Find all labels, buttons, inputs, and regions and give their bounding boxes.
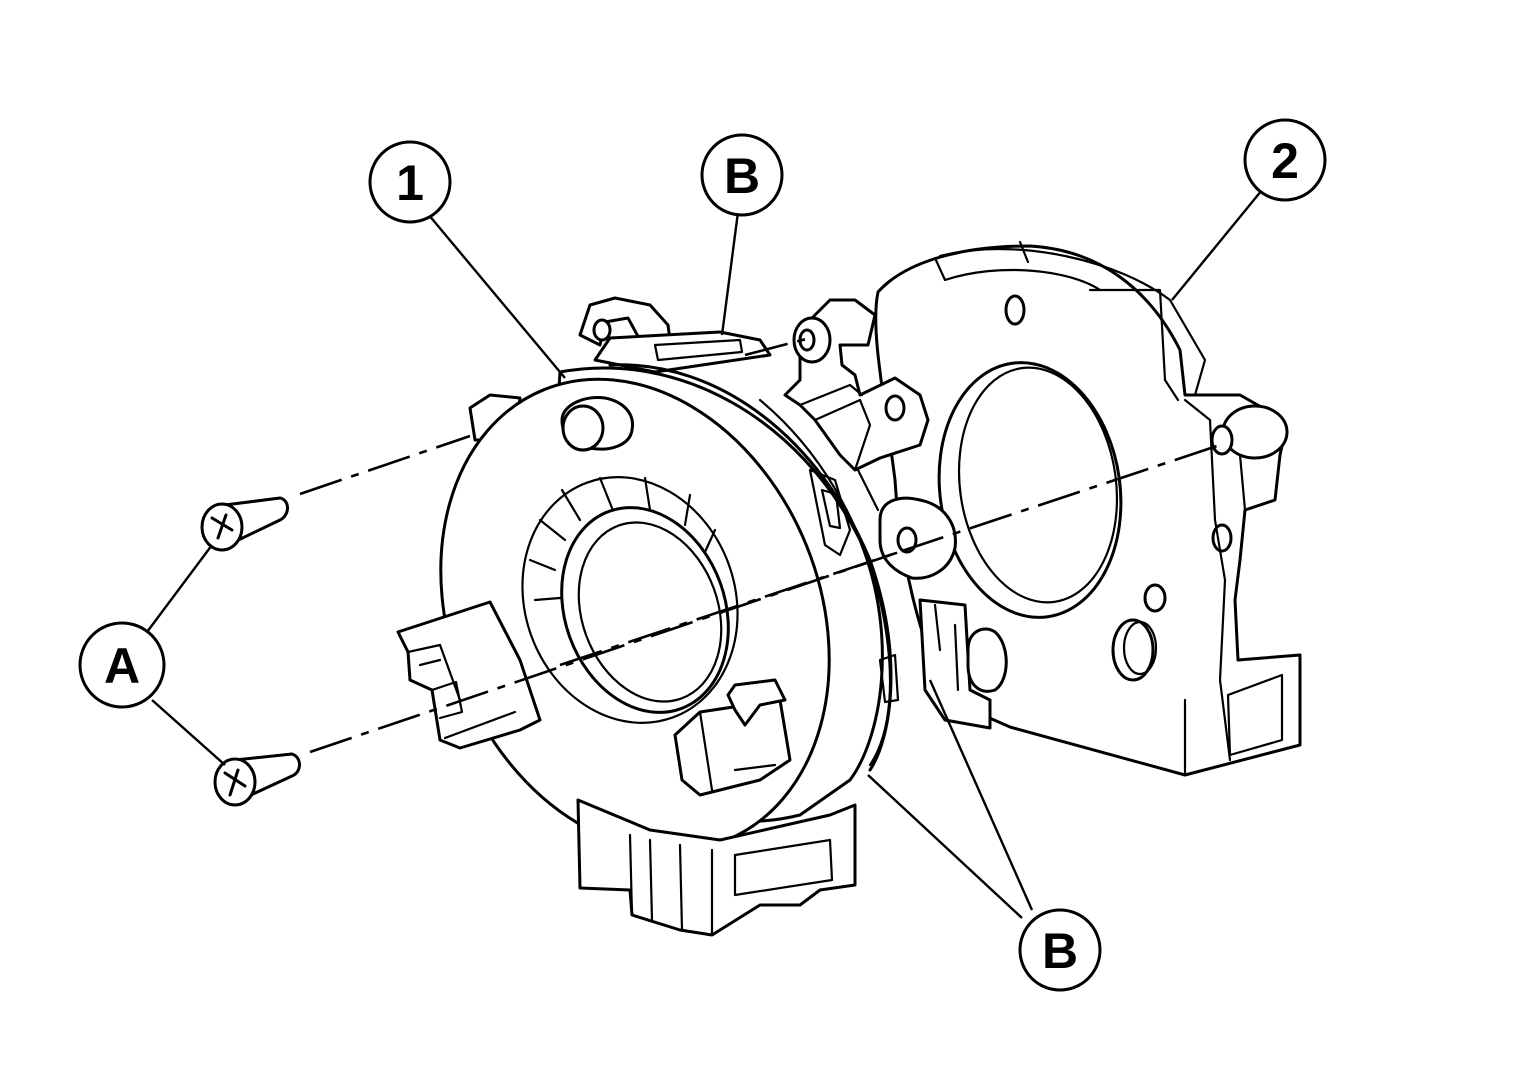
- callout-b-bottom-label: B: [1042, 923, 1078, 979]
- callout-b-top-label: B: [724, 148, 760, 204]
- callout-a: A: [78, 621, 166, 709]
- leader-lines: [146, 189, 1263, 919]
- steering-angle-sensor-bracket: [874, 240, 1302, 777]
- callout-1-label: 1: [396, 155, 424, 211]
- spiral-cable-assembly: [396, 296, 900, 937]
- screw-bottom: [213, 752, 301, 807]
- alignment-axis-lines: [299, 336, 1221, 754]
- bracket-fork: [783, 298, 957, 580]
- callout-b-top: B: [700, 133, 784, 217]
- callout-2-label: 2: [1271, 133, 1299, 189]
- screw-top: [200, 496, 289, 552]
- callout-b-bottom: B: [1018, 908, 1102, 992]
- callout-a-label: A: [104, 638, 140, 694]
- callout-1: 1: [368, 140, 452, 224]
- callout-2: 2: [1243, 118, 1327, 202]
